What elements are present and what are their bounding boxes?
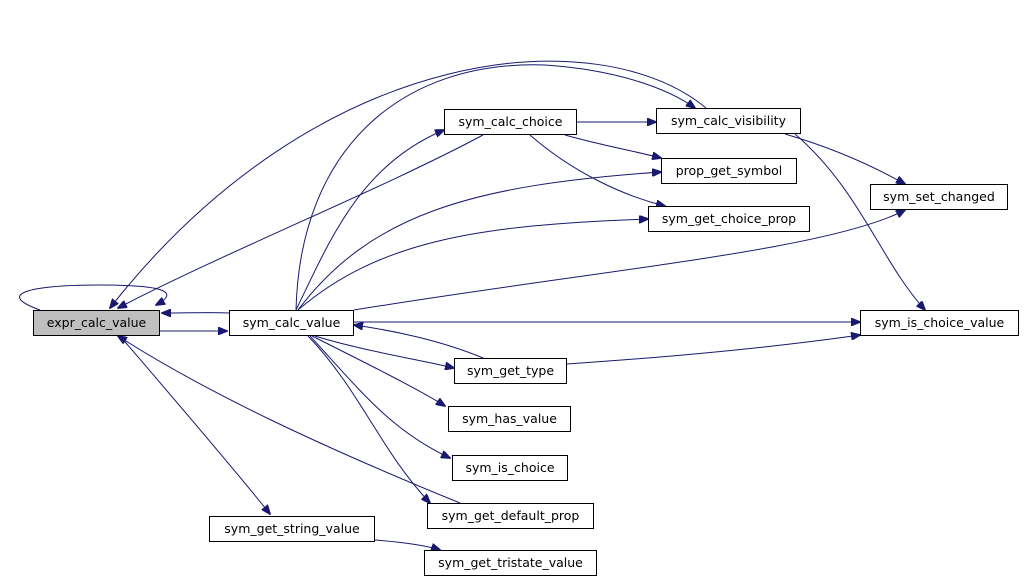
edge-sym-get-default-prop-to-expr-calc-value (118, 336, 461, 504)
node-prop-get-symbol[interactable]: prop_get_symbol (661, 158, 797, 184)
edge-sym-calc-choice-to-prop-get-symbol (564, 134, 661, 158)
node-sym-calc-value[interactable]: sym_calc_value (229, 310, 354, 336)
node-sym-calc-visibility[interactable]: sym_calc_visibility (656, 108, 801, 134)
node-sym-get-tristate-value[interactable]: sym_get_tristate_value (424, 550, 597, 576)
edge-sym-calc-choice-to-expr-calc-value (118, 134, 484, 308)
edge-sym-calc-value-to-sym-is-choice (309, 335, 450, 458)
edge-sym-calc-value-to-sym-has-value (311, 335, 445, 406)
edge-sym-calc-value-to-sym-get-type (314, 335, 454, 368)
node-sym-get-string-value[interactable]: sym_get_string_value (209, 516, 375, 542)
edge-sym-calc-value-to-sym-set-changed (353, 210, 905, 311)
edge-expr-calc-value-to-expr-calc-value (19, 284, 168, 311)
edge-sym-get-string-value-to-sym-get-tristate-value (374, 539, 440, 550)
node-sym-calc-choice[interactable]: sym_calc_choice (444, 109, 577, 135)
edge-sym-get-type-to-sym-calc-value (354, 325, 484, 359)
edge-sym-calc-value-to-prop-get-symbol (297, 172, 661, 311)
edge-sym-calc-value-to-sym-get-choice-prop (297, 219, 648, 311)
node-sym-has-value[interactable]: sym_has_value (448, 406, 571, 432)
edge-sym-calc-visibility-to-sym-set-changed (784, 133, 905, 184)
node-sym-is-choice-value[interactable]: sym_is_choice_value (860, 310, 1019, 336)
node-sym-get-choice-prop[interactable]: sym_get_choice_prop (648, 206, 810, 232)
edge-expr-calc-value-to-sym-get-string-value (119, 335, 270, 514)
edge-sym-calc-visibility-to-sym-is-choice-value (794, 133, 925, 310)
edge-sym-get-type-to-sym-is-choice-value (566, 335, 860, 365)
edge-sym-calc-value-to-sym-calc-choice (295, 130, 444, 311)
node-sym-set-changed[interactable]: sym_set_changed (870, 184, 1008, 210)
node-expr-calc-value: expr_calc_value (33, 310, 160, 336)
edge-sym-calc-visibility-to-expr-calc-value (110, 60, 707, 308)
edge-sym-calc-choice-to-sym-get-choice-prop (529, 134, 665, 206)
node-sym-get-type[interactable]: sym_get_type (454, 358, 567, 384)
node-sym-get-default-prop[interactable]: sym_get_default_prop (427, 503, 594, 529)
edge-sym-calc-value-to-sym-calc-visibility (295, 64, 695, 311)
edge-sym-calc-value-to-sym-get-default-prop (307, 335, 430, 503)
node-sym-is-choice[interactable]: sym_is_choice (452, 455, 568, 481)
